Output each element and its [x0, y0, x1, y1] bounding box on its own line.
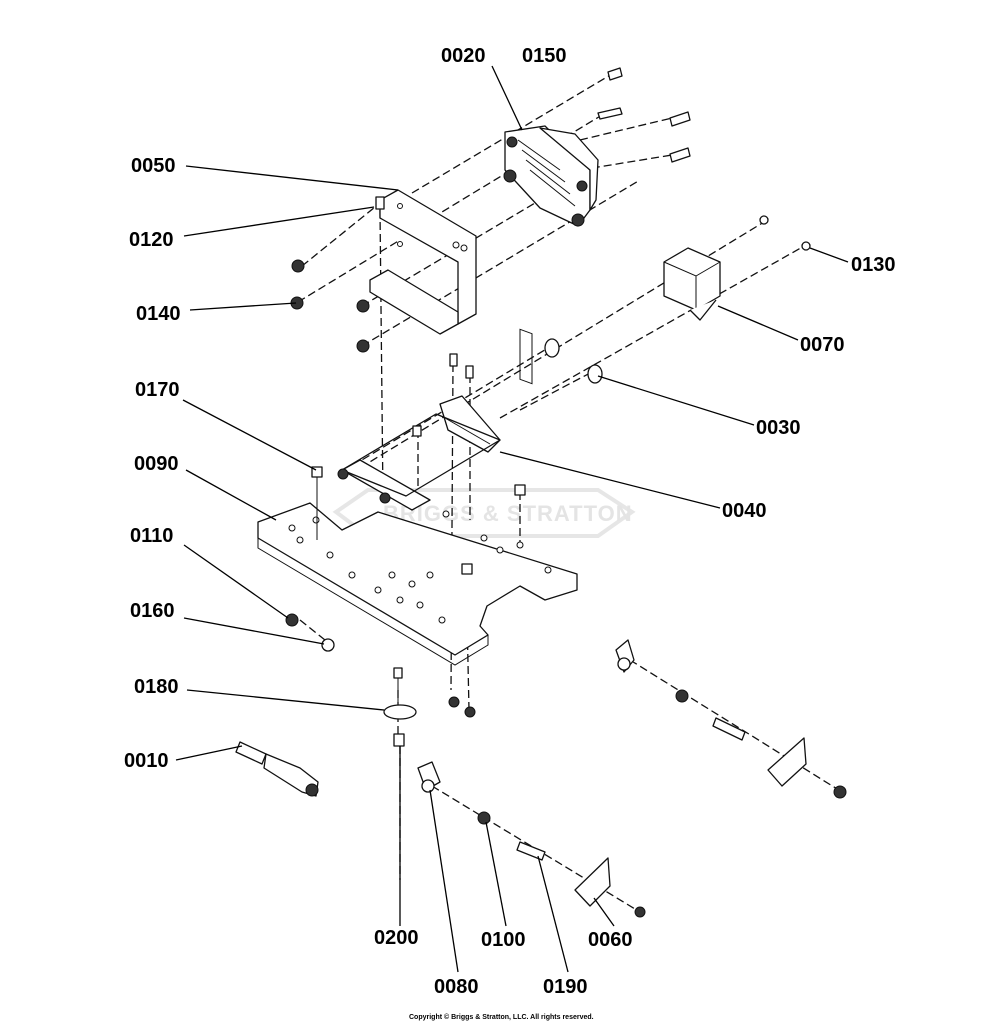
label-0070: 0070 — [800, 334, 845, 356]
nuts-0140 — [290, 259, 476, 718]
nut-0110 — [285, 613, 299, 627]
label-0030: 0030 — [756, 417, 801, 439]
washer-0160 — [321, 638, 335, 652]
label-0110: 0110 — [130, 525, 173, 547]
label-0150: 0150 — [522, 45, 567, 67]
bracket-0060 — [574, 857, 646, 918]
label-0200: 0200 — [374, 927, 419, 949]
screws-0120 — [375, 196, 474, 437]
mounting-bracket-0050 — [369, 189, 477, 335]
leader-lines — [175, 65, 849, 973]
label-0040: 0040 — [722, 500, 767, 522]
cover-0070 — [663, 247, 721, 321]
sensor-0010 — [235, 741, 319, 797]
bracket-plate-0040 — [341, 395, 501, 511]
watermark-text: BRIGGS & STRATTON — [383, 501, 633, 526]
screws-0130 — [759, 215, 811, 251]
screws-0150 — [597, 67, 691, 163]
nut-0100 — [477, 811, 491, 825]
watermark-logo: BRIGGS & STRATTON — [332, 488, 636, 538]
label-0080: 0080 — [434, 976, 479, 998]
bolts-0170 — [311, 466, 526, 575]
label-0090: 0090 — [134, 453, 179, 475]
label-0010: 0010 — [124, 750, 169, 772]
label-0140: 0140 — [136, 303, 181, 325]
label-0190: 0190 — [543, 976, 588, 998]
label-0170: 0170 — [135, 379, 180, 401]
label-0020: 0020 — [441, 45, 486, 67]
base-plate-0090 — [257, 490, 578, 666]
spacers-0030 — [544, 338, 603, 384]
copyright-notice: Copyright © Briggs & Stratton, LLC. All … — [409, 1013, 594, 1021]
control-module-0020 — [503, 125, 599, 385]
callout-labels: 0020 0150 0050 0120 0140 0130 0070 0030 … — [124, 45, 896, 998]
label-0120: 0120 — [129, 229, 174, 251]
spacer-0200 — [393, 733, 405, 747]
bolt-0180 — [383, 667, 417, 720]
label-0160: 0160 — [130, 600, 175, 622]
label-0130: 0130 — [851, 254, 896, 276]
label-0050: 0050 — [131, 155, 176, 177]
label-0060: 0060 — [588, 929, 633, 951]
label-0100: 0100 — [481, 929, 526, 951]
label-0180: 0180 — [134, 676, 179, 698]
elbow-fitting-0080 — [417, 761, 441, 793]
right-fitting-assembly — [615, 639, 847, 799]
fitting-0190 — [516, 841, 546, 861]
